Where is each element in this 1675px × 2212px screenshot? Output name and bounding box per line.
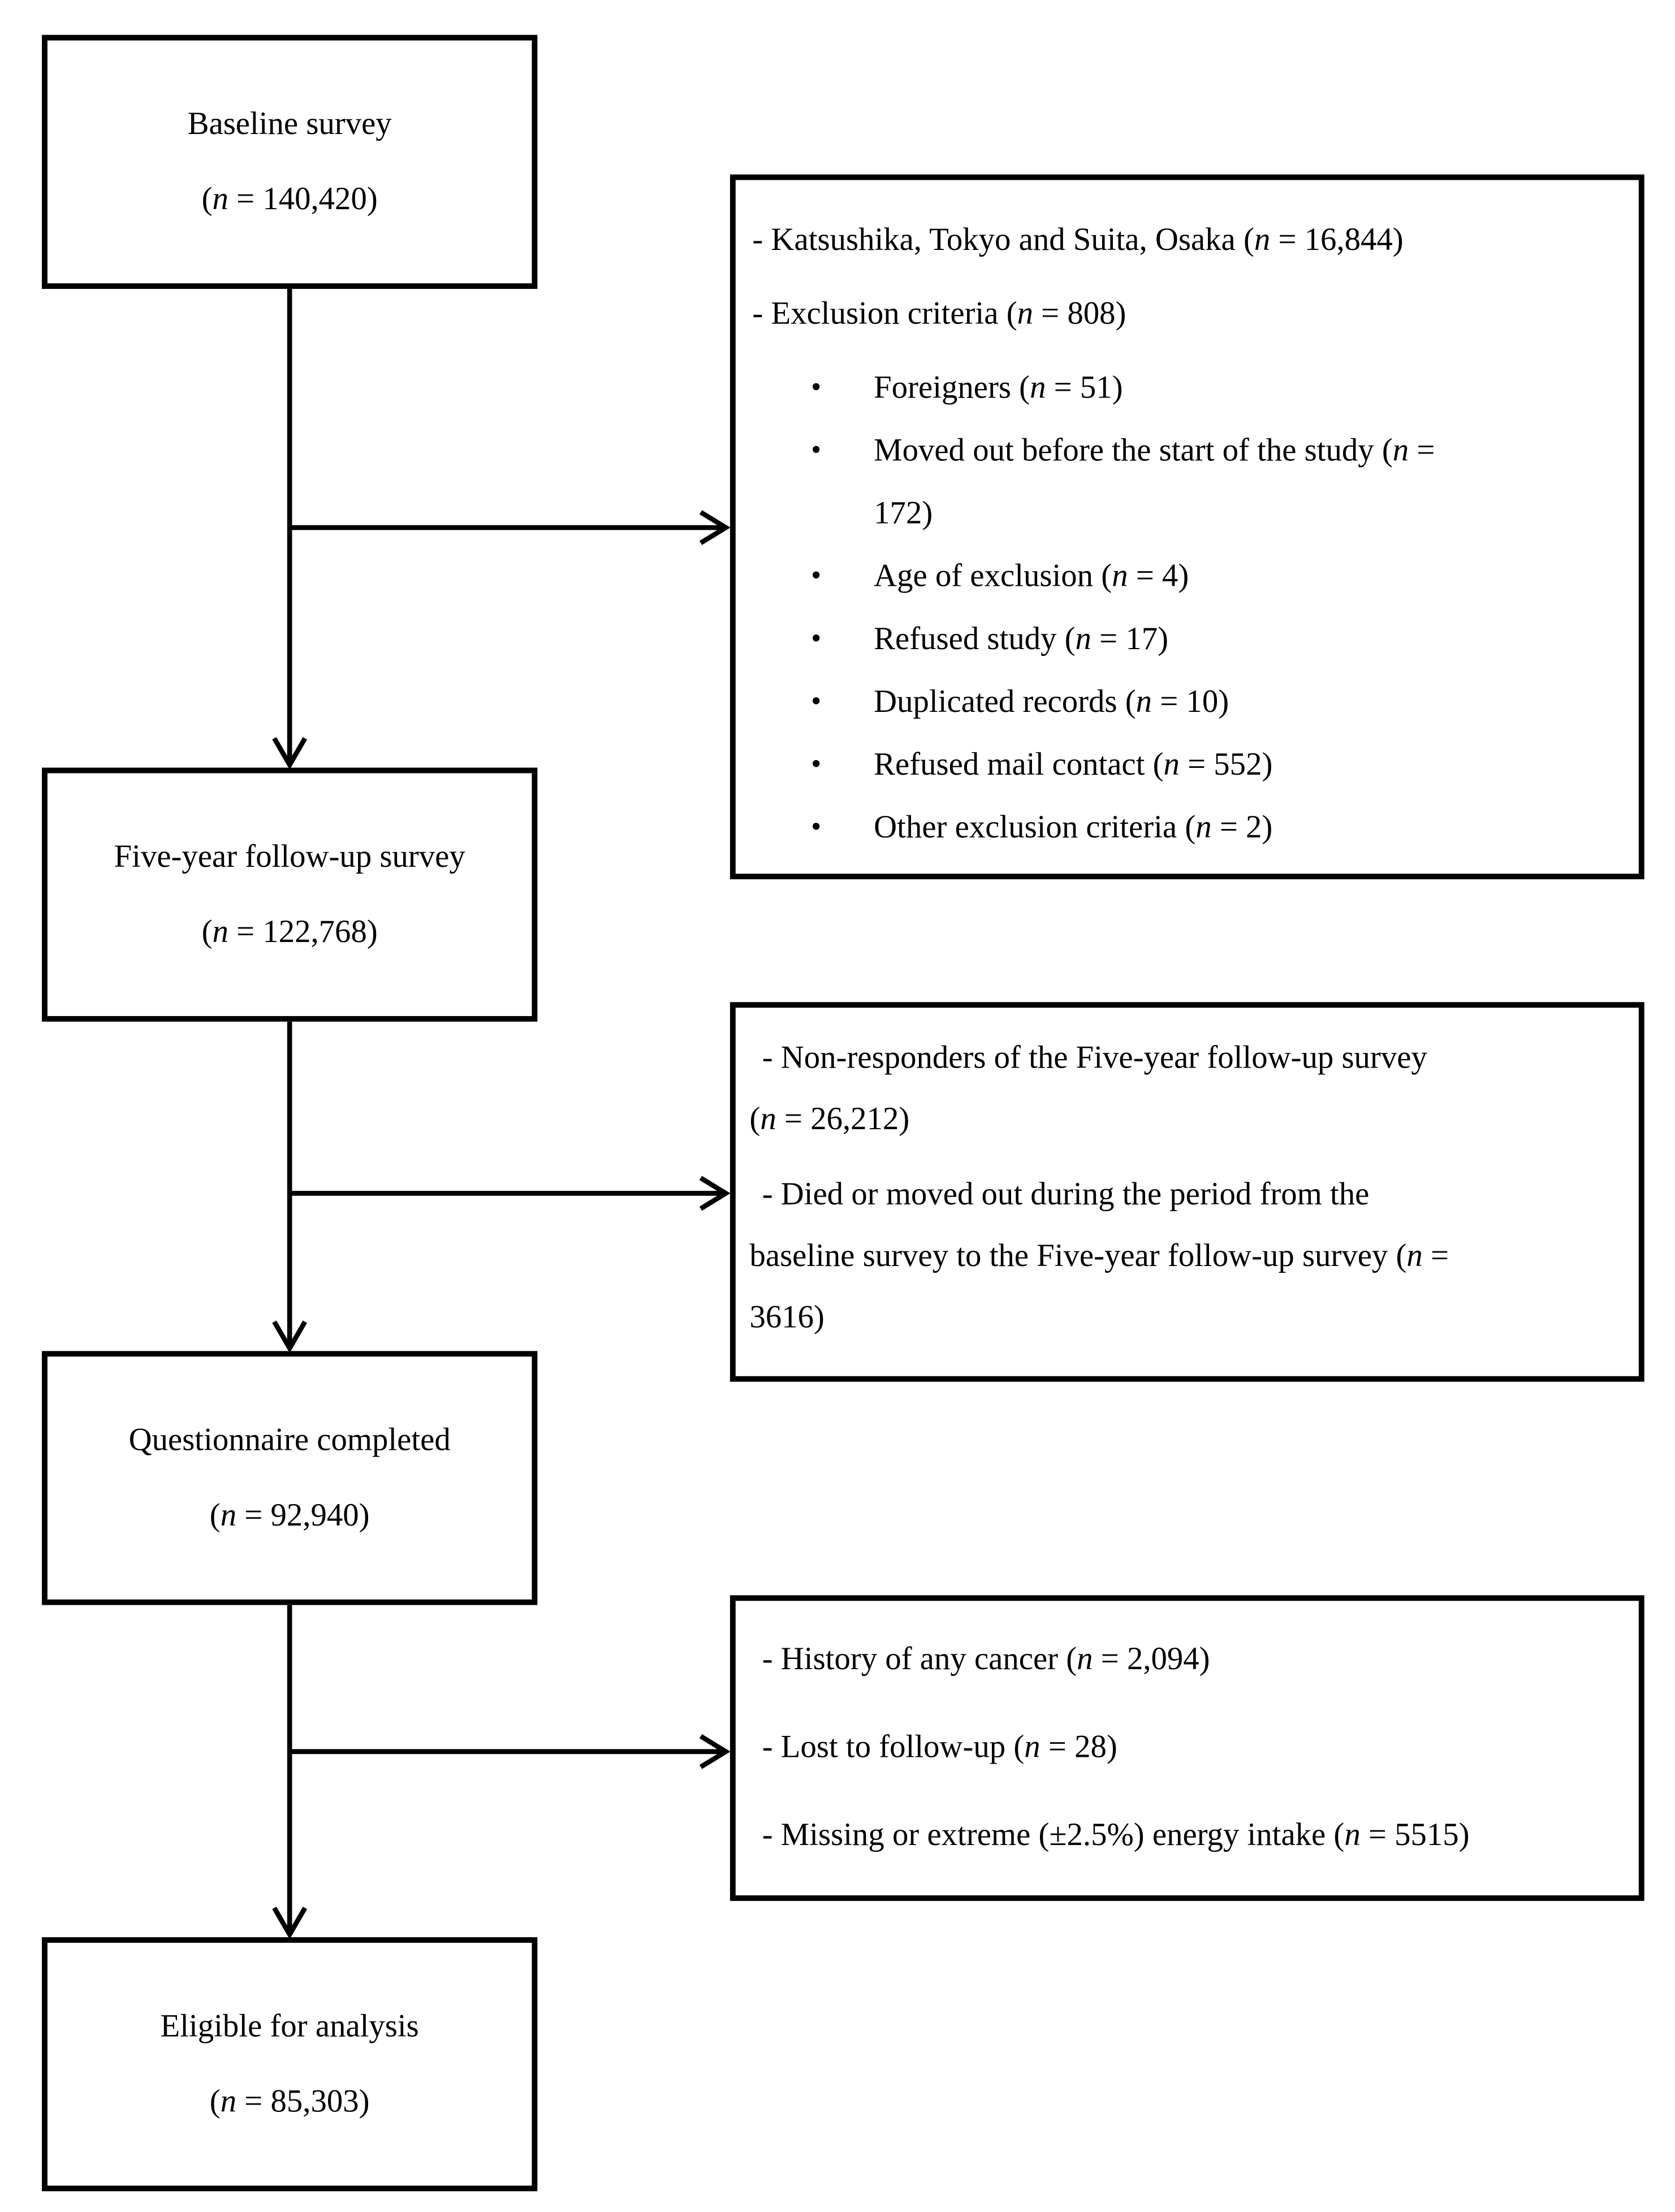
bullet-line: Duplicated records (n = 10) xyxy=(874,684,1229,719)
bullet-item: • Moved out before the start of the stud… xyxy=(752,418,1619,544)
bullet-line: Other exclusion criteria (n = 2) xyxy=(874,809,1273,845)
arrow-questionnaire-to-exclusion3 xyxy=(290,1734,731,1769)
exclusion-paragraph: - Non-responders of the Five-year follow… xyxy=(749,1027,1619,1150)
exclusion-line: (n = 26,212) xyxy=(749,1101,910,1137)
box-title: Baseline survey xyxy=(187,106,392,141)
exclusion-box-followup: - Non-responders of the Five-year follow… xyxy=(729,1002,1644,1382)
bullet-line: Foreigners (n = 51) xyxy=(874,370,1123,405)
exclusion-box-questionnaire: - History of any cancer (n = 2,094) - Lo… xyxy=(729,1595,1644,1901)
bullet-icon: • xyxy=(811,370,822,404)
exclusion-line: - Exclusion criteria (n = 808) xyxy=(752,296,1126,331)
bullet-icon: • xyxy=(811,746,822,780)
sample-size: (n = 85,303) xyxy=(209,2084,370,2119)
arrow-baseline-to-exclusion1 xyxy=(290,510,731,545)
bullet-line: Age of exclusion (n = 4) xyxy=(874,558,1189,594)
exclusion-line: - Non-responders of the Five-year follow… xyxy=(762,1039,1427,1075)
exclusion-paragraph: - Died or moved out during the period fr… xyxy=(749,1164,1619,1349)
bullet-line: 172) xyxy=(874,495,933,530)
exclusion-line: - Lost to follow-up (n = 28) xyxy=(762,1729,1117,1764)
exclusion-line: - Died or moved out during the period fr… xyxy=(762,1176,1370,1212)
exclusion-line: 3616) xyxy=(749,1299,824,1334)
sample-size: (n = 122,768) xyxy=(201,914,378,949)
bullet-item: • Refused study (n = 17) xyxy=(752,607,1619,670)
exclusion-paragraph: - Lost to follow-up (n = 28) xyxy=(749,1717,1619,1778)
bullet-icon: • xyxy=(811,809,822,843)
box-eligible-for-analysis: Eligible for analysis (n = 85,303) xyxy=(42,1937,538,2192)
bullet-line: Refused study (n = 17) xyxy=(874,621,1169,656)
box-baseline-survey: Baseline survey (n = 140,420) xyxy=(42,34,538,289)
exclusion-line: - Katsushika, Tokyo and Suita, Osaka (n … xyxy=(752,222,1404,257)
arrow-questionnaire-to-eligible xyxy=(272,1605,308,1939)
bullet-item: • Duplicated records (n = 10) xyxy=(752,670,1619,733)
box-title: Eligible for analysis xyxy=(160,2008,419,2043)
bullet-line: Refused mail contact (n = 552) xyxy=(874,746,1273,782)
exclusion-paragraph: - History of any cancer (n = 2,094) xyxy=(749,1629,1619,1691)
exclusion-line: baseline survey to the Five-year follow-… xyxy=(749,1238,1449,1273)
exclusion-line: - History of any cancer (n = 2,094) xyxy=(762,1641,1210,1677)
bullet-item: • Other exclusion criteria (n = 2) xyxy=(752,796,1619,858)
bullet-icon: • xyxy=(811,621,822,655)
bullet-icon: • xyxy=(811,684,822,718)
bullet-item: • Refused mail contact (n = 552) xyxy=(752,733,1619,796)
box-title: Five-year follow-up survey xyxy=(114,839,465,874)
sample-size: (n = 92,940) xyxy=(209,1497,370,1533)
bullet-icon: • xyxy=(811,433,822,466)
exclusion-line: - Missing or extreme (±2.5%) energy inta… xyxy=(762,1817,1470,1852)
bullet-item: • Foreigners (n = 51) xyxy=(752,356,1619,418)
box-title: Questionnaire completed xyxy=(128,1422,451,1457)
arrow-baseline-to-followup xyxy=(272,288,308,770)
box-questionnaire-completed: Questionnaire completed (n = 92,940) xyxy=(42,1351,538,1605)
bullet-icon: • xyxy=(811,558,822,592)
exclusion-box-baseline: - Katsushika, Tokyo and Suita, Osaka (n … xyxy=(729,174,1644,880)
arrow-followup-to-questionnaire xyxy=(272,1021,308,1354)
sample-size: (n = 140,420) xyxy=(201,181,378,217)
arrow-followup-to-exclusion2 xyxy=(290,1176,731,1211)
bullet-line: Moved out before the start of the study … xyxy=(874,433,1435,468)
bullet-item: • Age of exclusion (n = 4) xyxy=(752,545,1619,607)
box-five-year-follow-up-survey: Five-year follow-up survey (n = 122,768) xyxy=(42,767,538,1022)
exclusion-paragraph: - Missing or extreme (±2.5%) energy inta… xyxy=(749,1805,1619,1867)
